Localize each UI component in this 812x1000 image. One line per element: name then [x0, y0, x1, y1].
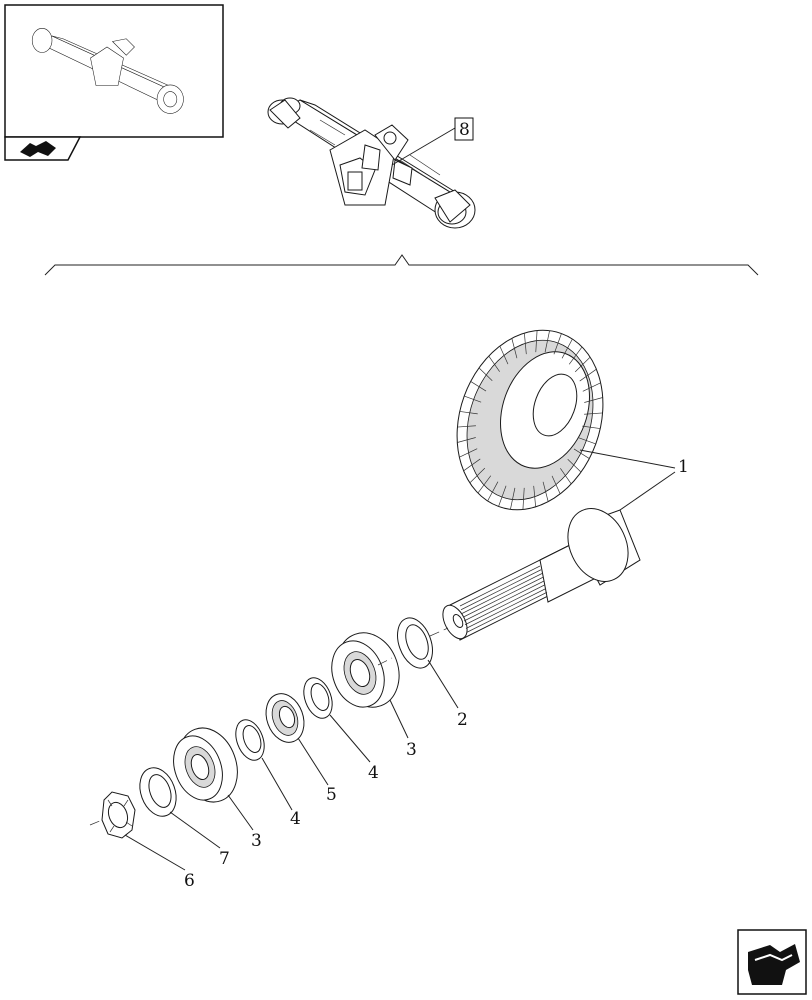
spacer-ring-4-upper — [303, 677, 333, 719]
bearing-cup-5 — [265, 693, 305, 743]
ring-nut-6 — [101, 791, 136, 839]
callout-5: 5 — [326, 785, 337, 805]
spacer-ring-4-lower — [235, 719, 265, 761]
callout-4-upper: 4 — [368, 763, 379, 783]
ring-gear-illustration — [456, 329, 604, 511]
shim-washer-2 — [397, 617, 433, 669]
callout-4-lower: 4 — [290, 809, 301, 829]
callout-1: 1 — [678, 457, 689, 477]
next-page-arrow-icon[interactable] — [737, 929, 807, 995]
callout-3-upper: 3 — [406, 740, 417, 760]
pinion-shaft-illustration — [442, 508, 641, 641]
lock-washer-7 — [139, 767, 177, 817]
axle-housing-illustration — [267, 97, 476, 229]
tapered-bearing-3-lower — [173, 727, 238, 803]
tapered-bearing-3-upper — [331, 632, 400, 708]
reference-box-label: 8 — [459, 120, 470, 140]
callout-6: 6 — [184, 871, 195, 891]
callout-7: 7 — [219, 849, 230, 869]
back-arrow-icon[interactable] — [4, 136, 82, 161]
leader-lines — [124, 449, 676, 871]
assembly-bracket — [44, 254, 759, 276]
callout-3-lower: 3 — [251, 831, 262, 851]
axle-thumbnail-icon[interactable] — [4, 4, 224, 138]
callout-2: 2 — [457, 710, 468, 730]
